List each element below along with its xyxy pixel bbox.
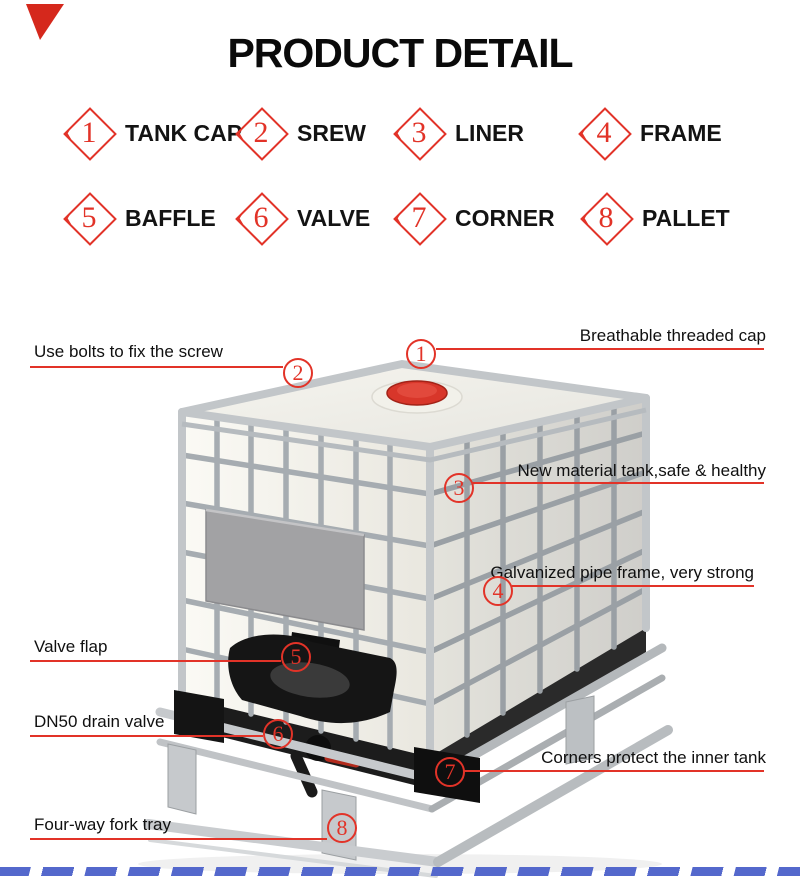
callout-line [30,366,283,368]
marker-5: 5 [281,642,311,672]
legend-item-tank-cap: ‹ 1 TANK CAP [62,106,242,160]
callout-fork-tray: Four-way fork tray [34,815,171,834]
chevron-left-icon: ‹ [235,199,245,233]
diamond-badge: ‹ 8 [579,191,633,245]
marker-7: 7 [435,757,465,787]
marker-8: 8 [327,813,357,843]
callout-line [473,482,764,484]
callout-line [464,770,764,772]
legend-item-baffle: ‹ 5 BAFFLE [62,191,216,245]
marker-4: 4 [483,576,513,606]
legend-item-frame: ‹ 4 FRAME [577,106,722,160]
callout-galvanized-frame: Galvanized pipe frame, very strong [490,563,754,582]
chevron-left-icon: ‹ [393,199,403,233]
chevron-left-icon: ‹ [63,114,73,148]
legend-label: CORNER [455,204,555,231]
marker-6: 6 [263,719,293,749]
legend-label: FRAME [640,119,722,146]
callout-use-bolts: Use bolts to fix the screw [34,342,223,361]
legend-number: 1 [81,116,97,149]
legend-number: 7 [411,201,427,234]
cage-top-rail [181,407,647,463]
cage-frame [178,359,650,761]
diamond-badge: ‹ 5 [62,191,116,245]
legend-number: 2 [253,116,269,149]
callout-valve-flap: Valve flap [34,637,108,656]
diamond-badge: ‹ 4 [577,106,631,160]
legend-label: SREW [297,119,366,146]
callout-line [30,838,327,840]
callout-drain-valve: DN50 drain valve [34,712,165,731]
bottom-dashed-border [0,867,800,876]
legend-label: TANK CAP [125,119,243,146]
callout-line [30,735,263,737]
legend-number: 8 [598,201,614,234]
corner-ribbon-icon [26,4,64,40]
page-title: PRODUCT DETAIL [227,30,573,76]
chevron-left-icon: ‹ [578,114,588,148]
legend-number: 5 [81,201,97,234]
legend-label: VALVE [297,204,371,231]
legend-item-pallet: ‹ 8 PALLET [579,191,730,245]
legend-item-liner: ‹ 3 LINER [392,106,524,160]
diamond-badge: ‹ 7 [392,191,446,245]
legend-label: BAFFLE [125,204,216,231]
chevron-left-icon: ‹ [580,199,590,233]
legend-label: LINER [455,119,524,146]
legend-item-corner: ‹ 7 CORNER [392,191,555,245]
callout-breathable-cap: Breathable threaded cap [579,326,766,345]
marker-3: 3 [444,473,474,503]
legend-number: 6 [253,201,269,234]
diamond-badge: ‹ 6 [234,191,288,245]
diamond-badge: ‹ 2 [234,106,288,160]
chevron-left-icon: ‹ [393,114,403,148]
callout-new-material: New material tank,safe & healthy [517,461,766,480]
legend-item-srew: ‹ 2 SREW [234,106,366,160]
legend-item-valve: ‹ 6 VALVE [234,191,370,245]
chevron-left-icon: ‹ [235,114,245,148]
callout-corners: Corners protect the inner tank [541,748,766,767]
label-plate [205,508,365,631]
callout-line [436,348,764,350]
marker-1: 1 [406,339,436,369]
legend-label: PALLET [642,204,730,231]
marker-2: 2 [283,358,313,388]
diamond-badge: ‹ 1 [62,106,116,160]
chevron-left-icon: ‹ [63,199,73,233]
legend-number: 4 [596,116,612,149]
diamond-badge: ‹ 3 [392,106,446,160]
callout-line [30,660,281,662]
legend-number: 3 [411,116,427,149]
callout-line [512,585,754,587]
tank-cap-graphic [371,380,463,414]
